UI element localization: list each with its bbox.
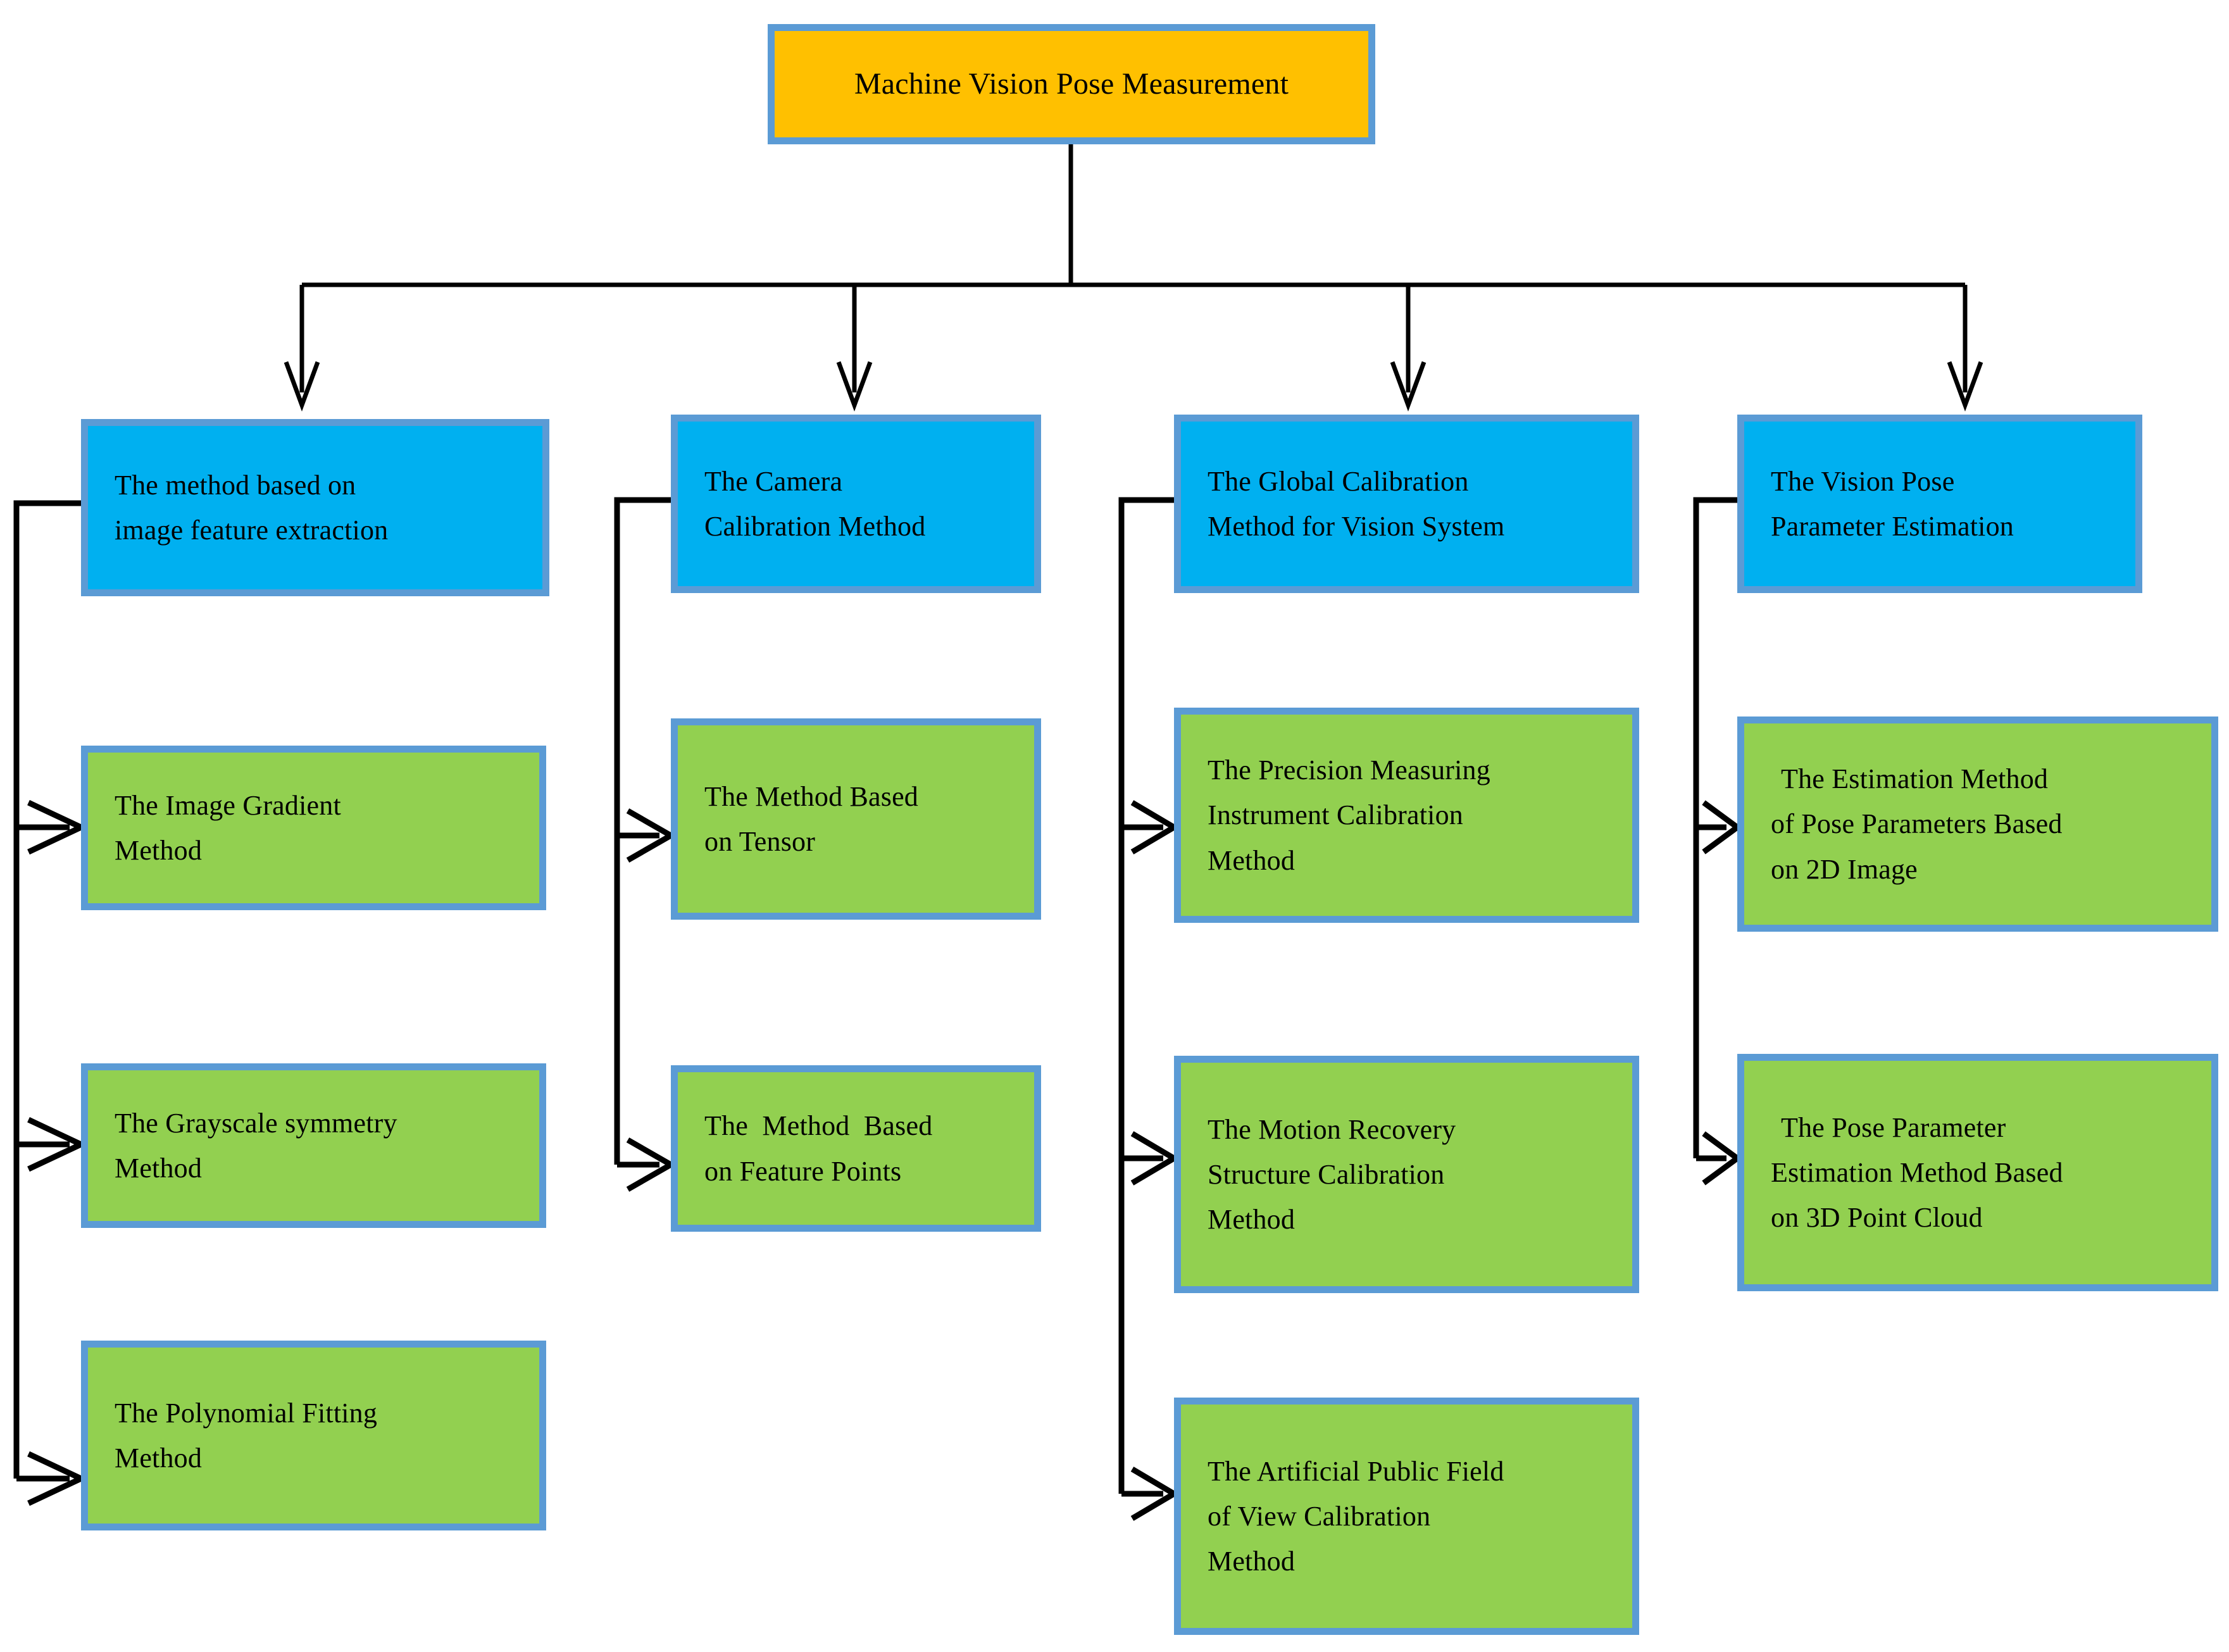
node-label-line-1: The Polynomial Fitting <box>115 1397 378 1429</box>
node-label-line-3: Method <box>1208 844 1296 876</box>
arrowhead-col-2-child-1 <box>626 808 677 863</box>
node-label-line-1: The Global Calibration <box>1208 465 1469 497</box>
node-grayscale-symmetry[interactable]: The Grayscale symmetry Method <box>81 1063 546 1228</box>
arrowhead-col-2-child-2 <box>626 1137 677 1192</box>
node-label-line-2: Structure Calibration <box>1208 1158 1445 1190</box>
arrowhead-col-4-child-1 <box>1702 800 1742 854</box>
node-label-line-1: The Method Based <box>704 1110 933 1142</box>
node-label-line-2: Method <box>115 1442 203 1474</box>
column-1-connectors <box>13 500 88 1506</box>
arrowhead-col-1-child-2 <box>27 1117 88 1172</box>
node-label-line-3: Method <box>1208 1546 1296 1577</box>
root-connectors <box>299 144 1968 392</box>
node-camera-calibration[interactable]: The Camera Calibration Method <box>671 415 1041 593</box>
arrowhead-col-4-child-2 <box>1702 1131 1742 1186</box>
node-label-line-2: Instrument Calibration <box>1208 799 1463 831</box>
arrowhead-col-3-child-2 <box>1130 1131 1180 1186</box>
node-precision-measuring-instrument[interactable]: The Precision Measuring Instrument Calib… <box>1174 708 1639 923</box>
arrowhead-branch-3 <box>1390 361 1427 412</box>
node-artificial-public-field-of-view[interactable]: The Artificial Public Field of View Cali… <box>1174 1398 1639 1635</box>
trunk-col-3 <box>1118 497 1174 1494</box>
node-label-line-3: Method <box>1208 1204 1296 1236</box>
node-label-line-2: Parameter Estimation <box>1771 511 2014 542</box>
node-pose-params-3d-point-cloud[interactable]: The Pose Parameter Estimation Method Bas… <box>1737 1054 2218 1291</box>
node-label-line-2: Estimation Method Based <box>1771 1156 2063 1188</box>
down-arrowheads <box>284 361 1983 412</box>
column-2-connectors <box>614 497 677 1192</box>
node-label-line-2: Method <box>115 835 203 866</box>
node-label-line-1: The Pose Parameter <box>1781 1111 2006 1143</box>
node-label-line-1: The Vision Pose <box>1771 465 1955 497</box>
node-label-line-2: on Feature Points <box>704 1155 902 1187</box>
arrowhead-col-1-child-3 <box>27 1451 88 1506</box>
node-label-line-1: The method based on <box>115 469 356 501</box>
column-3-connectors <box>1118 497 1180 1521</box>
node-label-line-2: on Tensor <box>704 826 816 857</box>
node-based-on-tensor[interactable]: The Method Based on Tensor <box>671 718 1041 920</box>
node-root-label: Machine Vision Pose Measurement <box>854 67 1289 101</box>
node-label-line-2: Calibration Method <box>704 511 926 542</box>
node-label-line-1: The Method Based <box>704 780 919 812</box>
arrowhead-col-1-child-1 <box>27 799 88 855</box>
arrowhead-col-3-child-3 <box>1130 1467 1180 1521</box>
trunk-col-1 <box>13 500 81 1479</box>
node-label-line-2: Method for Vision System <box>1208 511 1505 542</box>
trunk-col-4 <box>1693 497 1737 1158</box>
node-label-line-1: The Artificial Public Field <box>1208 1455 1504 1487</box>
node-root[interactable]: Machine Vision Pose Measurement <box>768 24 1375 144</box>
node-image-feature-extraction[interactable]: The method based on image feature extrac… <box>81 419 549 596</box>
node-label-line-2: of Pose Parameters Based <box>1771 808 2063 840</box>
node-label-line-1: The Image Gradient <box>115 789 341 821</box>
node-label-line-1: The Estimation Method <box>1781 763 2049 795</box>
node-label-line-1: The Precision Measuring <box>1208 754 1490 786</box>
node-polynomial-fitting[interactable]: The Polynomial Fitting Method <box>81 1341 546 1530</box>
node-label-line-1: The Grayscale symmetry <box>115 1107 397 1139</box>
column-4-connectors <box>1693 497 1742 1186</box>
node-vision-pose-parameter-estimation[interactable]: The Vision Pose Parameter Estimation <box>1737 415 2142 593</box>
node-global-calibration-vision-system[interactable]: The Global Calibration Method for Vision… <box>1174 415 1639 593</box>
arrowhead-branch-2 <box>836 361 873 412</box>
node-label-line-1: The Camera <box>704 465 843 497</box>
arrowhead-branch-1 <box>284 361 320 412</box>
node-label-line-3: on 3D Point Cloud <box>1771 1202 1983 1234</box>
node-image-gradient[interactable]: The Image Gradient Method <box>81 746 546 910</box>
node-pose-params-2d-image[interactable]: The Estimation Method of Pose Parameters… <box>1737 716 2218 932</box>
node-based-on-feature-points[interactable]: The Method Based on Feature Points <box>671 1065 1041 1232</box>
arrowhead-col-3-child-1 <box>1130 800 1180 854</box>
node-motion-recovery-structure[interactable]: The Motion Recovery Structure Calibratio… <box>1174 1056 1639 1293</box>
arrowhead-branch-4 <box>1947 361 1983 412</box>
node-label-line-2: of View Calibration <box>1208 1500 1431 1532</box>
node-label-line-2: Method <box>115 1153 203 1184</box>
trunk-col-2 <box>614 497 671 1165</box>
node-label-line-2: image feature extraction <box>115 515 389 546</box>
node-label-line-1: The Motion Recovery <box>1208 1113 1456 1145</box>
node-label-line-3: on 2D Image <box>1771 853 1918 885</box>
